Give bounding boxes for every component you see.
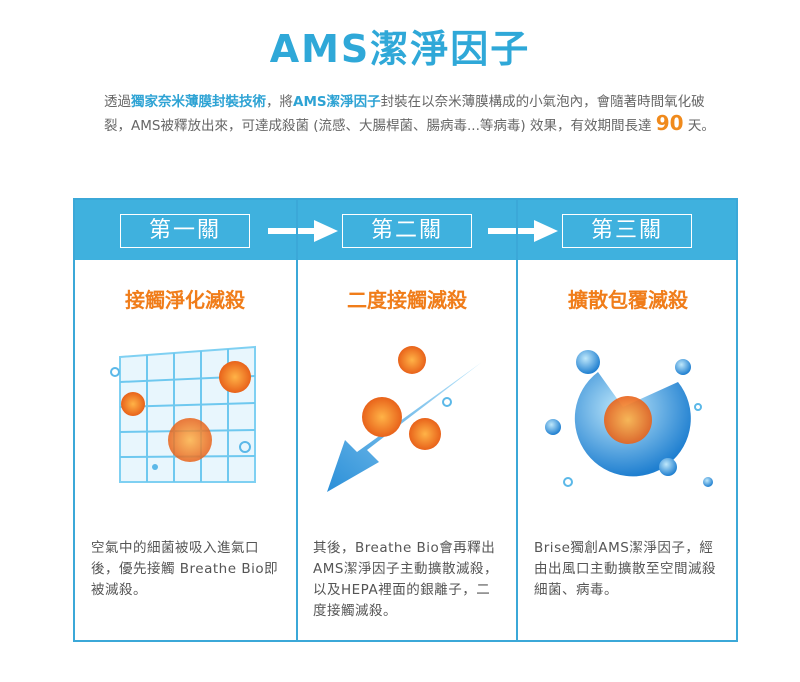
intro-text: ，將 bbox=[266, 94, 293, 110]
stage-column-1: 接觸淨化滅殺 空氣中的細菌被吸入進氣口後，優先接觸 Breathe Bio即被滅… bbox=[75, 260, 295, 640]
stage-label-1: 第一關 bbox=[120, 214, 250, 248]
stage-title-1: 接觸淨化滅殺 bbox=[125, 288, 245, 312]
days-number: 90 bbox=[655, 111, 684, 135]
intro-text: 透過 bbox=[104, 94, 131, 110]
stage-column-3: 擴散包覆滅殺 Brise獨創AMS潔淨因子，經由出風口主動擴散至空間滅殺細菌、病… bbox=[518, 260, 738, 640]
stage-desc-3: Brise獨創AMS潔淨因子，經由出風口主動擴散至空間滅殺細菌、病毒。 bbox=[534, 540, 716, 598]
arrow-virus-icon bbox=[327, 346, 482, 492]
intro-highlight: 獨家奈米薄膜封裝技術 bbox=[131, 94, 266, 110]
stages-header-bar: 第一關 第二關 第三關 bbox=[75, 200, 736, 260]
intro-text: 天。 bbox=[683, 118, 715, 134]
stage-title-3: 擴散包覆滅殺 bbox=[568, 288, 688, 312]
stages-panel: 第一關 第二關 第三關 接觸淨化滅殺 bbox=[73, 198, 738, 642]
column-divider bbox=[296, 200, 298, 640]
right-arrow-icon bbox=[488, 220, 558, 242]
stage-label-3: 第三關 bbox=[562, 214, 692, 248]
stage-desc-1: 空氣中的細菌被吸入進氣口後，優先接觸 Breathe Bio即被滅殺。 bbox=[91, 540, 279, 598]
stage-title-2: 二度接觸滅殺 bbox=[347, 288, 467, 312]
intro-highlight: AMS潔淨因子 bbox=[293, 94, 381, 110]
intro-text: 封裝在以奈米薄膜構成的小氣泡內，會隨著時間氧化破裂，AMS被釋放出來，可達成殺菌… bbox=[104, 94, 705, 134]
intro-paragraph: 透過獨家奈米薄膜封裝技術，將AMS潔淨因子封裝在以奈米薄膜構成的小氣泡內，會隨著… bbox=[104, 92, 724, 137]
page-title: AMS潔淨因子 bbox=[269, 27, 531, 71]
bubble-virus-icon bbox=[545, 350, 713, 487]
stage-desc-2: 其後，Breathe Bio會再釋出AMS潔淨因子主動擴散滅殺，以及HEPA裡面… bbox=[313, 540, 498, 619]
filter-grid-virus-icon bbox=[110, 345, 256, 483]
column-divider bbox=[516, 200, 518, 640]
stage-label-2: 第二關 bbox=[342, 214, 472, 248]
stage-column-2: 二度接觸滅殺 其後，Breathe Bio會再釋出AMS潔淨因子主動擴散滅殺，以… bbox=[297, 260, 517, 640]
right-arrow-icon bbox=[268, 220, 338, 242]
